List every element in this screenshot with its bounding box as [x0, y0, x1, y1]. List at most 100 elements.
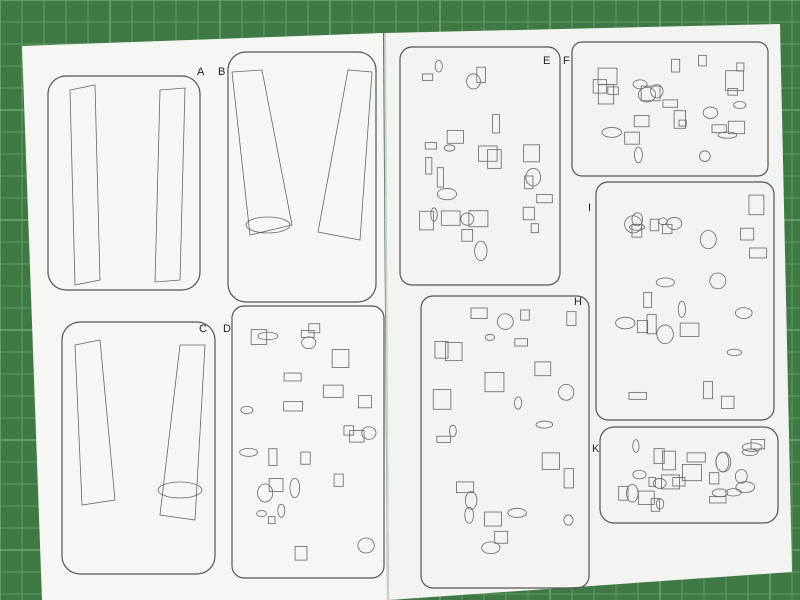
- kit-part: [631, 212, 643, 227]
- kit-part: [741, 442, 763, 452]
- kit-part: [750, 439, 766, 450]
- kit-part: [637, 490, 655, 505]
- kit-part: [487, 149, 502, 169]
- kit-part: [322, 384, 344, 398]
- kit-part: [735, 468, 748, 484]
- kit-part: [648, 477, 656, 487]
- kit-part: [624, 131, 640, 145]
- kit-part: [632, 79, 648, 90]
- kit-part: [448, 424, 457, 438]
- sprue-i-frame: [595, 181, 775, 421]
- kit-part: [615, 316, 636, 330]
- kit-part: [536, 194, 553, 204]
- sprue-c-frame: [61, 321, 216, 575]
- kit-part: [640, 85, 661, 102]
- kit-part: [709, 472, 720, 485]
- kit-part: [331, 349, 350, 368]
- kit-part: [530, 223, 539, 234]
- kit-part: [703, 381, 713, 400]
- kit-part: [653, 448, 665, 465]
- kit-part: [673, 110, 687, 129]
- kit-part: [601, 127, 622, 138]
- kit-part: [524, 175, 534, 190]
- kit-part: [624, 215, 643, 234]
- kit-part: [711, 488, 729, 498]
- kit-part: [681, 464, 702, 482]
- sprue-k-frame: [599, 426, 779, 524]
- kit-part: [436, 188, 458, 201]
- kit-part: [628, 391, 647, 400]
- kit-part: [541, 452, 560, 470]
- kit-part: [268, 448, 278, 466]
- sprue-label-f: F: [563, 55, 570, 67]
- kit-part: [445, 342, 463, 362]
- kit-part: [522, 206, 535, 221]
- kit-part: [349, 430, 365, 443]
- kit-part: [468, 210, 489, 228]
- sprue-a-frame: [47, 75, 201, 291]
- kit-part: [484, 372, 505, 393]
- kit-part: [632, 439, 640, 453]
- kit-part: [698, 54, 707, 67]
- kit-part: [633, 146, 643, 164]
- kit-part: [650, 84, 664, 99]
- kit-part: [434, 341, 449, 359]
- kit-part: [677, 300, 686, 318]
- kit-part: [662, 450, 677, 471]
- kit-part: [464, 506, 474, 524]
- kit-part: [678, 119, 687, 127]
- kit-part: [655, 498, 665, 510]
- kit-part: [637, 86, 657, 103]
- kit-part: [632, 469, 647, 480]
- kit-part: [483, 511, 502, 527]
- kit-part: [661, 474, 681, 490]
- sprue-frames: [47, 41, 779, 589]
- kit-part: [715, 451, 730, 473]
- kit-part: [626, 484, 639, 503]
- kit-part: [618, 486, 629, 501]
- kit-part: [464, 491, 478, 510]
- kit-part: [727, 88, 738, 96]
- kit-part: [484, 333, 496, 341]
- kit-part: [709, 272, 727, 290]
- kit-part: [422, 73, 434, 81]
- kit-part: [496, 313, 514, 330]
- kit-part: [699, 150, 711, 162]
- kit-part: [474, 240, 488, 262]
- kit-part: [446, 129, 464, 144]
- kit-part: [430, 207, 438, 222]
- sprue-label-b: B: [218, 66, 225, 78]
- left-page: [22, 33, 387, 600]
- kit-part: [301, 336, 317, 350]
- kit-part: [646, 314, 657, 335]
- kit-part: [466, 73, 481, 90]
- kit-part: [443, 144, 456, 152]
- kit-part: [300, 451, 311, 465]
- kit-part: [257, 483, 274, 503]
- kit-part: [650, 498, 661, 512]
- kit-part: [592, 79, 608, 94]
- kit-part: [514, 396, 523, 410]
- kit-part: [481, 541, 501, 555]
- kit-part: [566, 311, 577, 326]
- kit-part: [492, 114, 501, 134]
- kit-part: [563, 468, 574, 489]
- sprue-h-frame: [420, 295, 590, 589]
- kit-part: [534, 361, 552, 377]
- kit-part: [507, 507, 527, 518]
- kit-part: [461, 228, 474, 242]
- kit-part: [520, 309, 530, 321]
- kit-part: [686, 452, 706, 463]
- kit-part: [361, 426, 377, 440]
- kit-part: [628, 223, 646, 231]
- kit-part: [726, 348, 742, 357]
- page-spine: [384, 32, 389, 600]
- sprue-d-frame: [231, 305, 385, 579]
- sprue-label-k: K: [592, 443, 600, 455]
- kit-part: [478, 145, 498, 162]
- kit-part: [725, 70, 744, 92]
- sprue-label-c: C: [199, 323, 207, 335]
- kit-part: [643, 292, 652, 308]
- kit-part: [357, 537, 375, 554]
